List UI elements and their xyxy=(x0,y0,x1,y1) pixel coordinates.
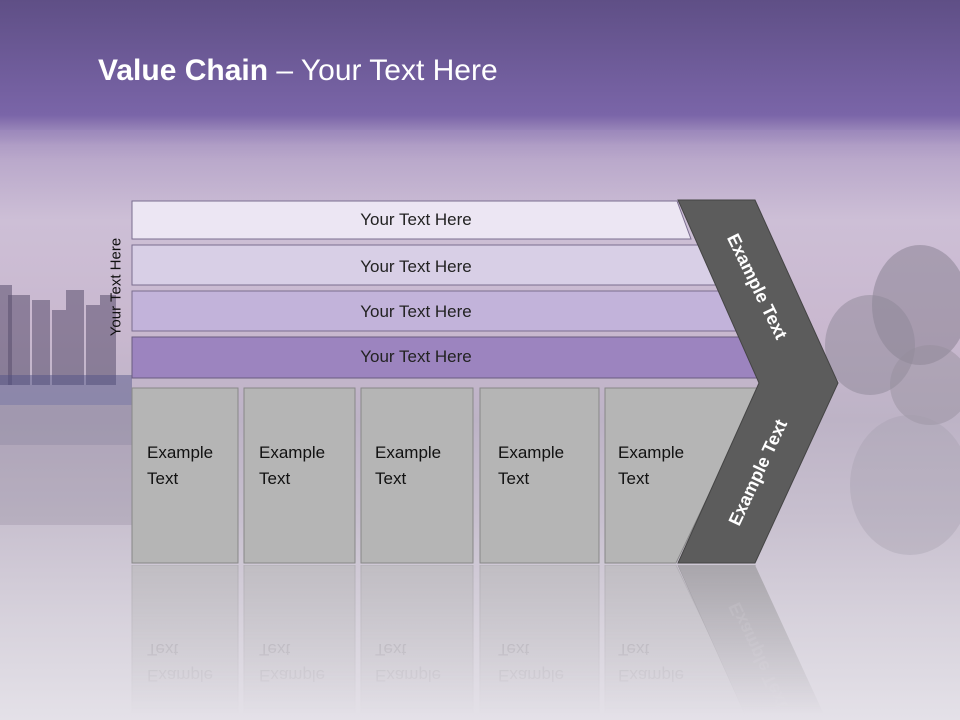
reflection-column-1-line2: Text xyxy=(147,640,178,659)
column-2-line2: Text xyxy=(259,469,290,488)
background-haze xyxy=(0,130,960,160)
reflection-column-2-line2: Text xyxy=(259,640,290,659)
chevron-arrow: Example Text Example Text xyxy=(677,199,839,564)
bar-1-label: Your Text Here xyxy=(360,210,472,229)
column-4-box xyxy=(479,387,600,564)
column-1-box xyxy=(131,387,239,564)
reflection-column-5-line1: Example xyxy=(618,666,684,685)
trees-image xyxy=(825,245,960,555)
slide-title: Value Chain – Your Text Here xyxy=(98,54,498,88)
bar-2-label: Your Text Here xyxy=(360,257,472,276)
column-5: Example Text xyxy=(604,387,761,564)
column-2: Example Text xyxy=(243,387,356,564)
column-3-line1: Example xyxy=(375,443,441,462)
column-2-line1: Example xyxy=(259,443,325,462)
column-1: Example Text xyxy=(131,387,239,564)
reflection-column-3-line1: Example xyxy=(375,666,441,685)
bar-row-1: Your Text Here xyxy=(131,200,692,240)
column-2-box xyxy=(243,387,356,564)
column-5-box xyxy=(604,387,761,564)
column-5-line2: Text xyxy=(618,469,649,488)
column-1-line1: Example xyxy=(147,443,213,462)
column-4: Example Text xyxy=(479,387,600,564)
city-skyline-image xyxy=(0,285,132,525)
reflection-column-4-line2: Text xyxy=(498,640,529,659)
title-rest: – Your Text Here xyxy=(268,54,498,87)
column-1-line2: Text xyxy=(147,469,178,488)
reflection-column-5-line2: Text xyxy=(618,640,649,659)
reflection-column-4-line1: Example xyxy=(498,666,564,685)
column-3-box xyxy=(360,387,474,564)
diagram-reflection: Example Text Example Text Example Text E… xyxy=(131,564,827,720)
column-3-line2: Text xyxy=(375,469,406,488)
bar-row-4: Your Text Here xyxy=(131,336,765,379)
reflection-column-3-line2: Text xyxy=(375,640,406,659)
title-bold: Value Chain xyxy=(98,54,269,87)
reflection-column-1-line1: Example xyxy=(147,666,213,685)
bar-4-label: Your Text Here xyxy=(360,347,472,366)
column-4-line1: Example xyxy=(498,443,564,462)
bar-3-label: Your Text Here xyxy=(360,302,472,321)
bar-1-shape xyxy=(131,200,692,240)
bar-row-3: Your Text Here xyxy=(131,290,740,332)
chevron-shape xyxy=(677,199,839,564)
column-5-line1: Example xyxy=(618,443,684,462)
reflection-column-2-line1: Example xyxy=(259,666,325,685)
column-3: Example Text xyxy=(360,387,474,564)
column-4-line2: Text xyxy=(498,469,529,488)
bar-row-2: Your Text Here xyxy=(131,244,717,286)
